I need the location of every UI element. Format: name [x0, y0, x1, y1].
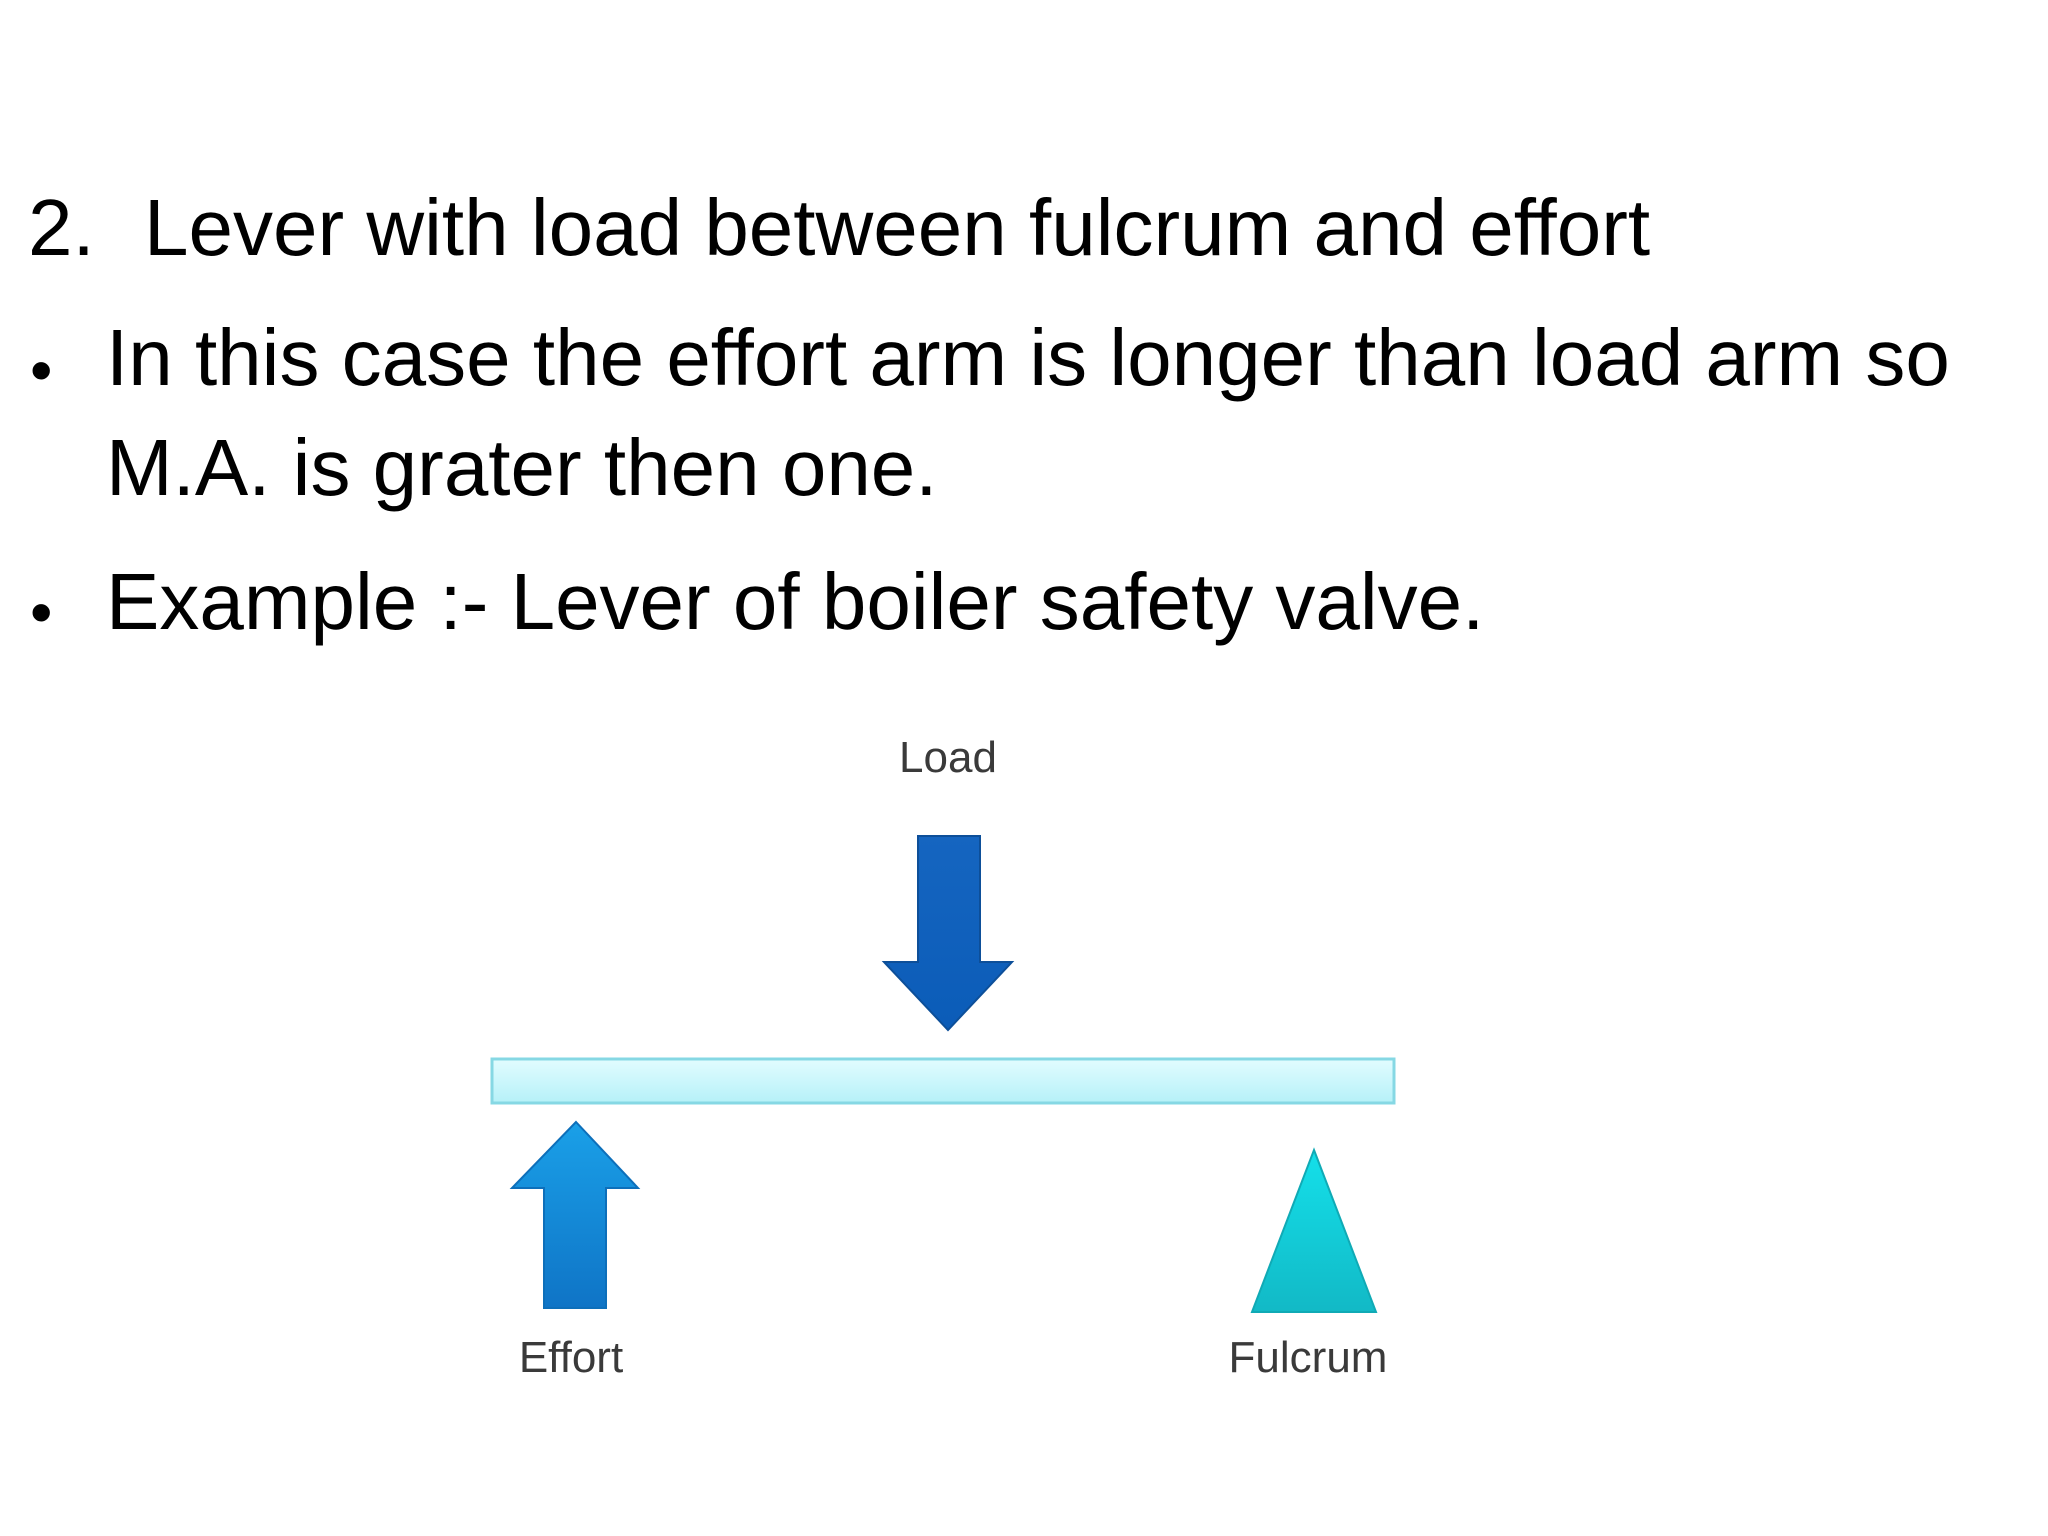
- fulcrum-label: Fulcrum: [1229, 1333, 1388, 1382]
- lever-beam: [490, 1057, 1396, 1105]
- bullet-dot-icon: •: [30, 576, 53, 648]
- heading-number: 2.: [28, 183, 95, 272]
- bullet-dot-icon: •: [30, 334, 53, 406]
- fulcrum-triangle-icon: [1250, 1147, 1378, 1313]
- bullet-1-line-1: In this case the effort arm is longer th…: [106, 313, 1950, 402]
- heading-text: Lever with load between fulcrum and effo…: [144, 183, 1651, 272]
- heading: 2.Lever with load between fulcrum and ef…: [28, 188, 1650, 268]
- bullet-1-line-2: M.A. is grater then one.: [106, 423, 938, 512]
- load-label: Load: [899, 733, 997, 782]
- effort-arrow-icon: [509, 1120, 641, 1309]
- effort-label: Effort: [519, 1333, 623, 1382]
- load-arrow-icon: [881, 835, 1015, 1032]
- bullet-2-line-1: Example :- Lever of boiler safety valve.: [106, 557, 1485, 646]
